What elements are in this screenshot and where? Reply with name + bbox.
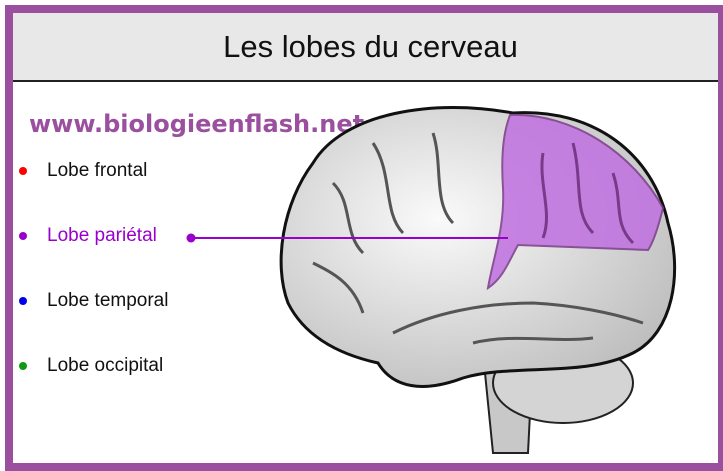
- diagram-frame: Les lobes du cerveau www.biologieenflash…: [5, 5, 723, 471]
- legend-label: Lobe temporal: [47, 290, 169, 311]
- blue-dot-icon: [19, 297, 27, 305]
- legend-label: Lobe frontal: [47, 160, 148, 181]
- sulci: [312, 132, 644, 345]
- legend-label: Lobe occipital: [47, 355, 164, 376]
- legend-label: Lobe pariétal: [47, 225, 157, 246]
- legend-item-temporal: Lobe temporal: [13, 290, 168, 312]
- site-url: www.biologieenflash.net: [29, 110, 365, 138]
- title-bar: Les lobes du cerveau: [13, 13, 718, 82]
- brain-illustration: [186, 105, 677, 454]
- legend-item-occipital: Lobe occipital: [13, 355, 163, 377]
- legend-item-frontal: Lobe frontal: [13, 160, 147, 182]
- red-dot-icon: [19, 167, 27, 175]
- parietal-lobe: [486, 113, 665, 291]
- purple-dot-icon: [19, 232, 27, 240]
- green-dot-icon: [19, 362, 27, 370]
- page-title: Les lobes du cerveau: [223, 28, 518, 64]
- parietal-pointer-dot: [186, 233, 196, 243]
- legend-item-parietal: Lobe pariétal: [13, 225, 157, 247]
